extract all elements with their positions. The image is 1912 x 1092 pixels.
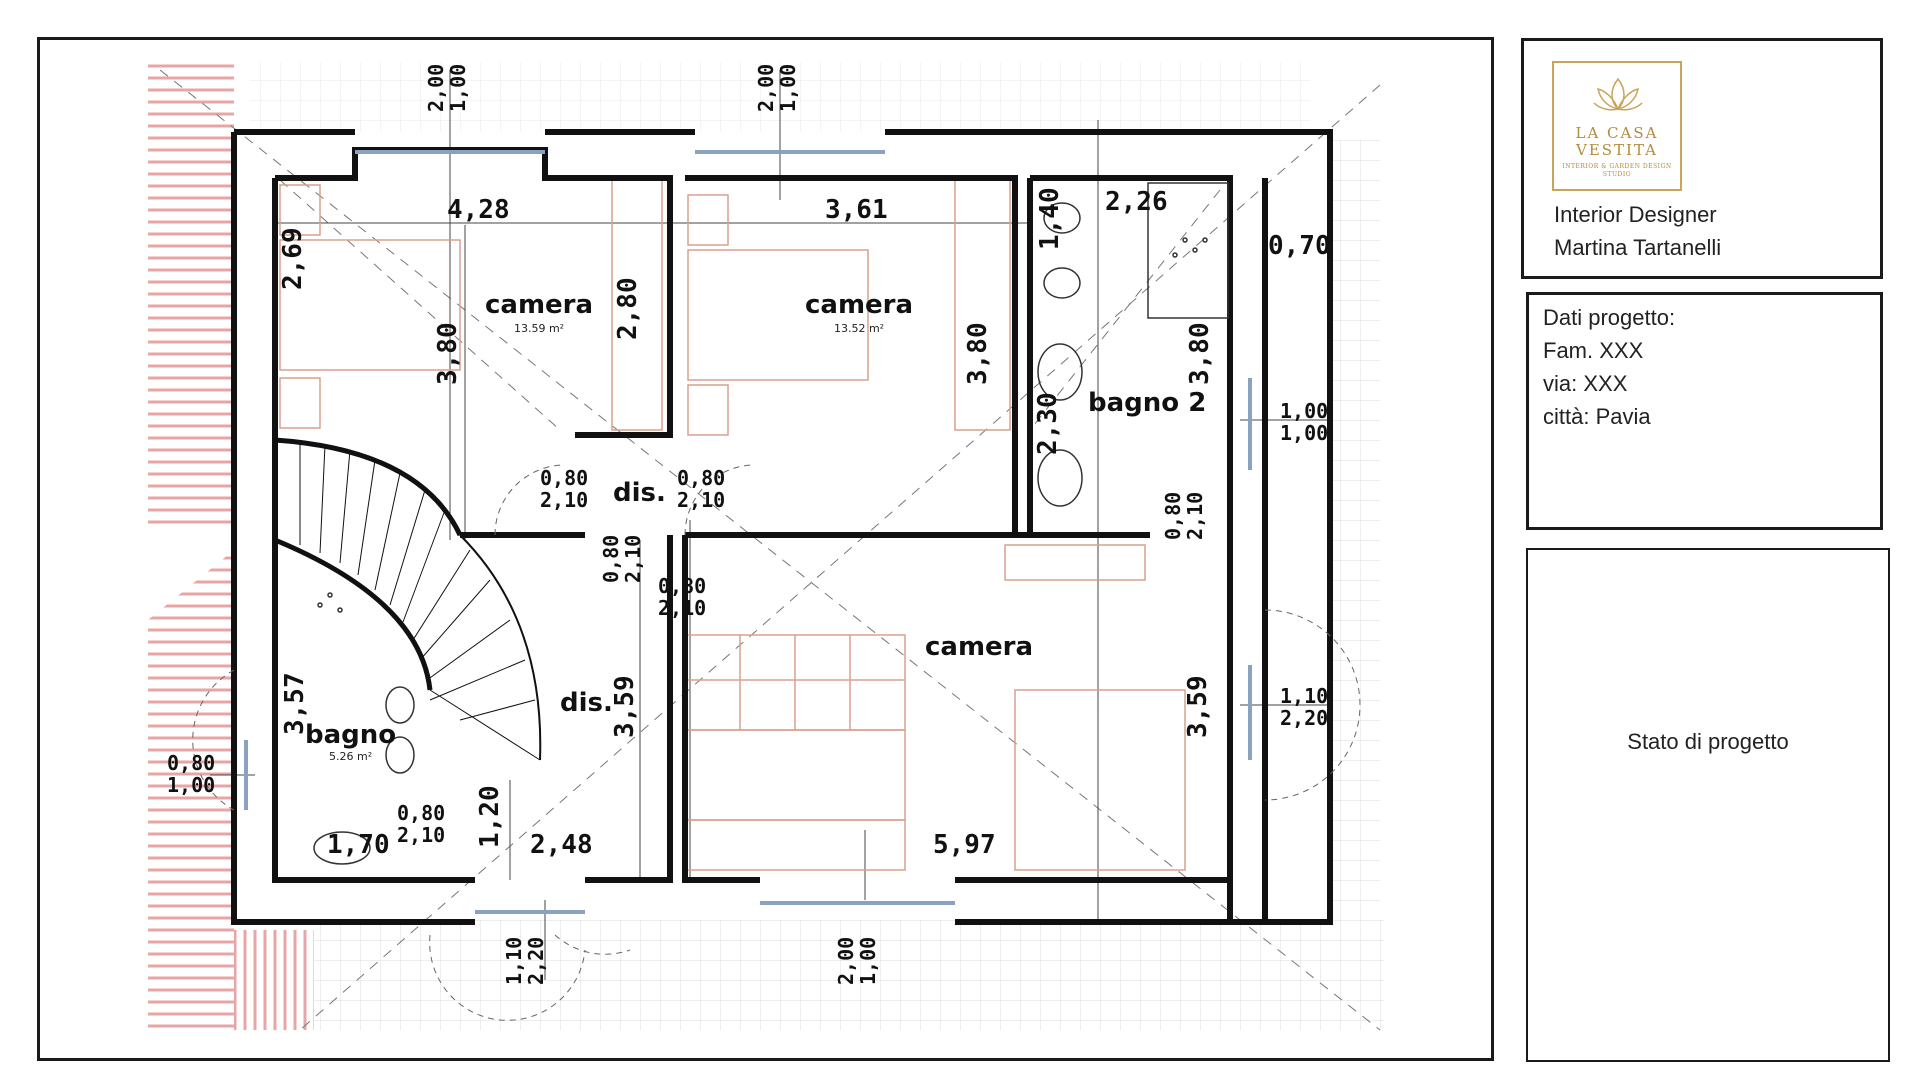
dimension-label: 3,57 — [280, 672, 310, 735]
opening-width: 2,00 — [424, 63, 448, 112]
floor-plan — [148, 62, 1384, 1031]
room-label-bagno2: bagno 2 — [1088, 388, 1207, 418]
opening-height: 2,20 — [524, 936, 548, 985]
project-family: Fam. XXX — [1543, 338, 1644, 363]
opening-height: 1,00 — [1280, 421, 1329, 445]
furniture — [279, 179, 1186, 871]
room-label-camera-nw: camera 13.59 m² — [485, 290, 593, 335]
walls — [231, 129, 1333, 925]
room-label-bagno: bagno 5.26 m² — [305, 720, 396, 763]
opening-height: 2,10 — [621, 534, 645, 583]
logo-brand: LA CASA VESTITA — [1575, 124, 1659, 159]
room-name: camera — [805, 290, 914, 320]
opening-label-door-b: 0,80 2,10 — [677, 467, 725, 511]
room-label-dis-1: dis. — [613, 478, 666, 508]
dimension-label: 3,80 — [963, 322, 993, 385]
opening-label-door-c: 0,80 2,10 — [599, 534, 645, 583]
opening-label-left-window: 0,80 1,00 — [167, 752, 215, 796]
room-name: bagno — [305, 720, 397, 750]
opening-width: 1,10 — [502, 936, 526, 985]
opening-label-door-f: 0,80 2,10 — [397, 802, 445, 846]
dimension-label: 3,59 — [610, 675, 640, 738]
opening-label-bottom-left: 1,10 2,20 — [502, 936, 548, 985]
dimension-label: 1,20 — [475, 785, 505, 848]
dimension-label: 3,80 — [433, 322, 463, 385]
room-label-camera-n: camera 13.52 m² — [805, 290, 913, 335]
floor-plan-frame — [37, 37, 1494, 1061]
room-area: 5.26 m² — [329, 750, 373, 763]
dimension-label: 2,26 — [1105, 187, 1168, 217]
opening-width: 1,10 — [1280, 684, 1329, 708]
opening-label-right-lower: 1,10 2,20 — [1280, 685, 1328, 729]
opening-height: 1,00 — [776, 63, 800, 112]
dimension-label: 2,69 — [278, 227, 308, 290]
opening-width: 0,80 — [397, 801, 446, 825]
opening-width: 1,00 — [1280, 399, 1329, 423]
opening-width: 2,00 — [834, 936, 858, 985]
opening-width: 0,80 — [1161, 491, 1185, 540]
opening-height: 2,20 — [1280, 706, 1329, 730]
dimension-label: 3,59 — [1183, 675, 1213, 738]
dimension-label: 1,40 — [1035, 187, 1065, 250]
dimension-label: 4,28 — [447, 195, 510, 225]
project-data-card: Dati progetto: Fam. XXX via: XXX città: … — [1526, 292, 1883, 530]
opening-label-top-mid: 2,00 1,00 — [754, 63, 800, 112]
opening-width: 0,80 — [677, 466, 726, 490]
sanitary-fixtures — [313, 182, 1229, 865]
opening-width: 0,80 — [599, 534, 623, 583]
exterior-grid — [250, 62, 1384, 1030]
status-card: Stato di progetto — [1526, 548, 1890, 1062]
room-label-camera-s: camera — [925, 632, 1034, 662]
opening-width: 0,80 — [540, 466, 589, 490]
opening-height: 2,10 — [677, 488, 726, 512]
project-status: Stato di progetto — [1627, 729, 1789, 754]
room-label-dis-2: dis. — [560, 688, 613, 718]
staircase — [274, 437, 542, 761]
opening-height: 2,10 — [540, 488, 589, 512]
project-data: Dati progetto: Fam. XXX via: XXX città: … — [1543, 301, 1675, 433]
lotus-icon — [1593, 77, 1643, 111]
logo-tagline: INTERIOR & GARDEN DESIGN STUDIO — [1562, 163, 1672, 178]
opening-height: 1,00 — [446, 63, 470, 112]
project-city: città: Pavia — [1543, 404, 1651, 429]
opening-height: 2,10 — [397, 823, 446, 847]
room-area: 13.59 m² — [513, 322, 565, 335]
guide-lines — [159, 69, 1381, 1031]
opening-label-top-left: 2,00 1,00 — [424, 63, 470, 112]
project-data-heading: Dati progetto: — [1543, 305, 1676, 330]
studio-logo: LA CASA VESTITA INTERIOR & GARDEN DESIGN… — [1552, 61, 1682, 191]
opening-label-right-upper: 1,00 1,00 — [1280, 400, 1328, 444]
opening-height: 1,00 — [856, 936, 880, 985]
dimension-label: 3,61 — [825, 195, 888, 225]
dimension-label: 2,80 — [613, 277, 643, 340]
logo-card: LA CASA VESTITA INTERIOR & GARDEN DESIGN… — [1521, 38, 1883, 279]
opening-height: 2,10 — [1183, 491, 1207, 540]
designer-role: Interior Designer — [1554, 202, 1717, 227]
window-openings — [244, 150, 1252, 914]
opening-height: 1,00 — [167, 773, 216, 797]
opening-label-door-a: 0,80 2,10 — [540, 467, 588, 511]
opening-width: 0,80 — [167, 751, 216, 775]
room-area: 13.52 m² — [833, 322, 885, 335]
dimension-label: 2,30 — [1033, 392, 1063, 455]
dimension-label: 1,70 — [327, 830, 390, 860]
terrace-hatching — [148, 62, 314, 1030]
dimension-label: 5,97 — [933, 830, 996, 860]
room-name: camera — [485, 290, 594, 320]
opening-width: 2,00 — [754, 63, 778, 112]
opening-label-bottom-mid: 2,00 1,00 — [834, 936, 880, 985]
opening-height: 2,10 — [658, 596, 707, 620]
designer-name: Martina Tartanelli — [1554, 235, 1722, 260]
dimension-label: 3,80 — [1185, 322, 1215, 385]
project-street: via: XXX — [1543, 371, 1628, 396]
opening-label-door-d: 0,80 2,10 — [658, 575, 706, 619]
designer-info: Interior Designer Martina Tartanelli — [1554, 198, 1721, 264]
door-swings — [192, 464, 1361, 1021]
opening-label-door-e: 0,80 2,10 — [1161, 491, 1207, 540]
dimension-label: 0,70 — [1268, 231, 1331, 261]
opening-width: 0,80 — [658, 574, 707, 598]
dimension-label: 2,48 — [530, 830, 593, 860]
